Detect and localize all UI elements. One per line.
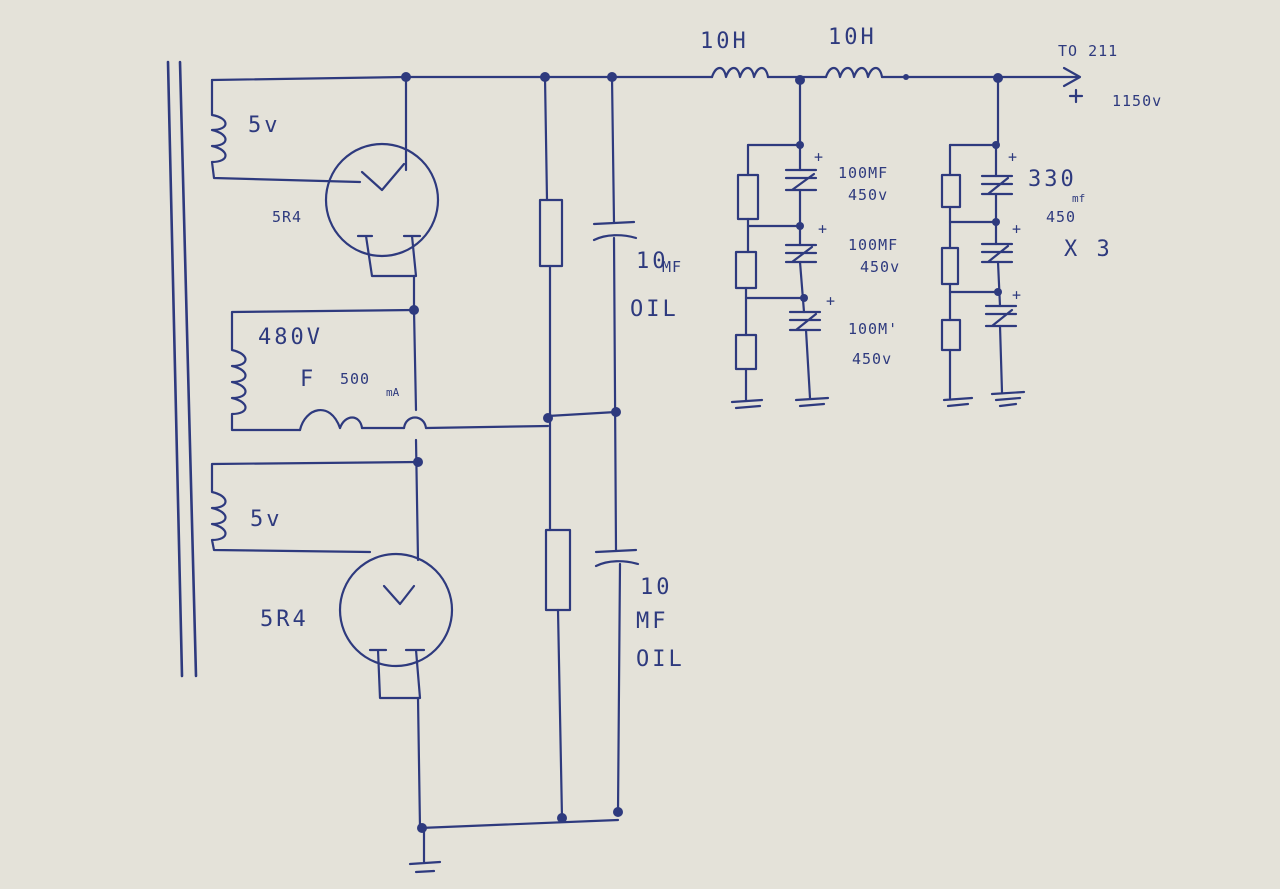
plus-icon: + xyxy=(818,220,828,238)
choke2-label: 10H xyxy=(828,25,877,50)
choke1-label: 10H xyxy=(700,29,749,54)
ground-bank1-left xyxy=(730,398,764,410)
hv-winding xyxy=(230,308,550,432)
junction-dots xyxy=(401,72,1003,833)
bank2-value: 330 xyxy=(1028,167,1077,192)
heater-top-label: 5v xyxy=(248,113,281,138)
cap-top-value: 10 xyxy=(636,249,669,274)
fuse-value-label: 500 xyxy=(340,370,370,388)
filter-bank-2 xyxy=(940,78,1026,408)
bank2-unit: mf xyxy=(1072,192,1085,205)
tube-top-label: 5R4 xyxy=(272,208,302,226)
choke-1 xyxy=(710,66,770,79)
bank2-count: X 3 xyxy=(1064,237,1113,262)
bank1-c2-value: 100MF xyxy=(848,236,898,254)
oil-capacitors xyxy=(592,75,640,814)
heater-winding-bottom xyxy=(210,438,420,562)
cap-bot-type: OIL xyxy=(636,647,685,672)
cap-top-type: OIL xyxy=(630,297,679,322)
cap-bot-value: 10 xyxy=(640,575,673,600)
plus-icon: + xyxy=(1012,286,1022,304)
ground-bank2-left xyxy=(942,396,974,408)
fuse-f-label: F xyxy=(300,367,316,392)
rectifier-tube-top xyxy=(324,75,440,312)
plus-icon: + xyxy=(826,292,836,310)
bank1-c1-value: 100MF xyxy=(838,164,888,182)
ground-bank1-right xyxy=(794,396,830,408)
cap-bot-unit: MF xyxy=(636,609,669,634)
plus-icon: + xyxy=(1008,148,1018,166)
bank2-voltage: 450 xyxy=(1046,208,1076,226)
top-rail xyxy=(404,66,1084,104)
cap-top-unit: MF xyxy=(662,258,682,276)
transformer-core xyxy=(166,60,198,678)
bank1-c3-voltage: 450v xyxy=(852,350,892,368)
hv-winding-label: 480V xyxy=(258,325,323,350)
tube-bottom-label: 5R4 xyxy=(260,607,309,632)
filter-bank-1 xyxy=(730,78,830,410)
heater-winding-top xyxy=(210,75,408,184)
bank1-c3-value: 100M' xyxy=(848,320,898,338)
bank1-c1-voltage: 450v xyxy=(848,186,888,204)
bank1-c2-voltage: 450v xyxy=(860,258,900,276)
to-label: TO 211 xyxy=(1058,42,1118,60)
output-arrow xyxy=(1062,66,1082,88)
fuse xyxy=(298,408,342,432)
heater-bottom-label: 5v xyxy=(250,507,283,532)
rectifier-tube-bottom xyxy=(338,552,620,874)
ground-bank2-right xyxy=(990,390,1026,408)
bleeder-resistors xyxy=(538,75,618,820)
plus-icon: + xyxy=(1012,220,1022,238)
choke-2 xyxy=(824,66,884,79)
fuse-unit-label: mA xyxy=(386,386,400,399)
plus-icon: + xyxy=(814,148,824,166)
ground-main xyxy=(408,826,442,874)
output-voltage-label: 1150v xyxy=(1112,92,1162,110)
